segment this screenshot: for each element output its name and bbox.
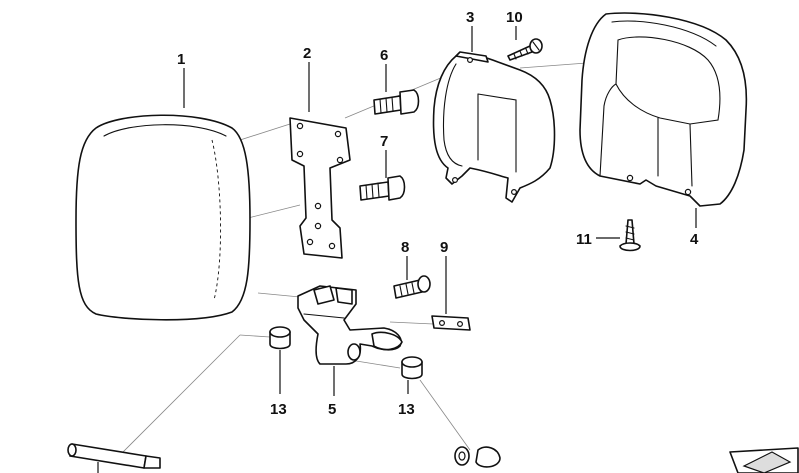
callout-13-right: 13 — [398, 401, 415, 418]
callout-1: 1 — [177, 51, 185, 68]
part-inner-trim-cover — [432, 51, 556, 203]
part-bolt-small — [393, 275, 431, 299]
part-screw-upper — [507, 38, 543, 61]
callout-10: 10 — [506, 9, 523, 26]
callout-9: 9 — [440, 239, 448, 256]
callout-6: 6 — [380, 47, 388, 64]
callout-2: 2 — [303, 45, 311, 62]
part-outer-rear-shell — [579, 12, 748, 207]
part-bolt-upper — [373, 89, 420, 115]
part-bolt-lower — [359, 175, 406, 201]
callout-3: 3 — [466, 9, 474, 26]
part-guide-rod — [67, 443, 161, 469]
callout-11: 11 — [576, 231, 592, 248]
part-guide-sleeve-right — [401, 356, 423, 380]
callout-13-left: 13 — [270, 401, 287, 418]
leader-lines — [97, 26, 697, 473]
part-small-plate — [431, 315, 471, 331]
part-mounting-plate — [289, 117, 351, 259]
part-washer-and-cap — [454, 446, 501, 468]
callout-labels: 1 2 6 7 3 10 8 9 11 4 5 13 13 — [177, 9, 699, 418]
catalog-corner-tag-icon — [729, 447, 799, 473]
part-guide-sleeve-left — [269, 326, 291, 350]
part-headrest-cushion — [75, 114, 251, 321]
callout-8: 8 — [401, 239, 409, 256]
part-screw-lower — [619, 219, 641, 252]
callout-7: 7 — [380, 133, 388, 150]
callout-5: 5 — [328, 401, 336, 418]
part-guide-bracket — [297, 285, 403, 365]
callout-4: 4 — [690, 231, 699, 248]
